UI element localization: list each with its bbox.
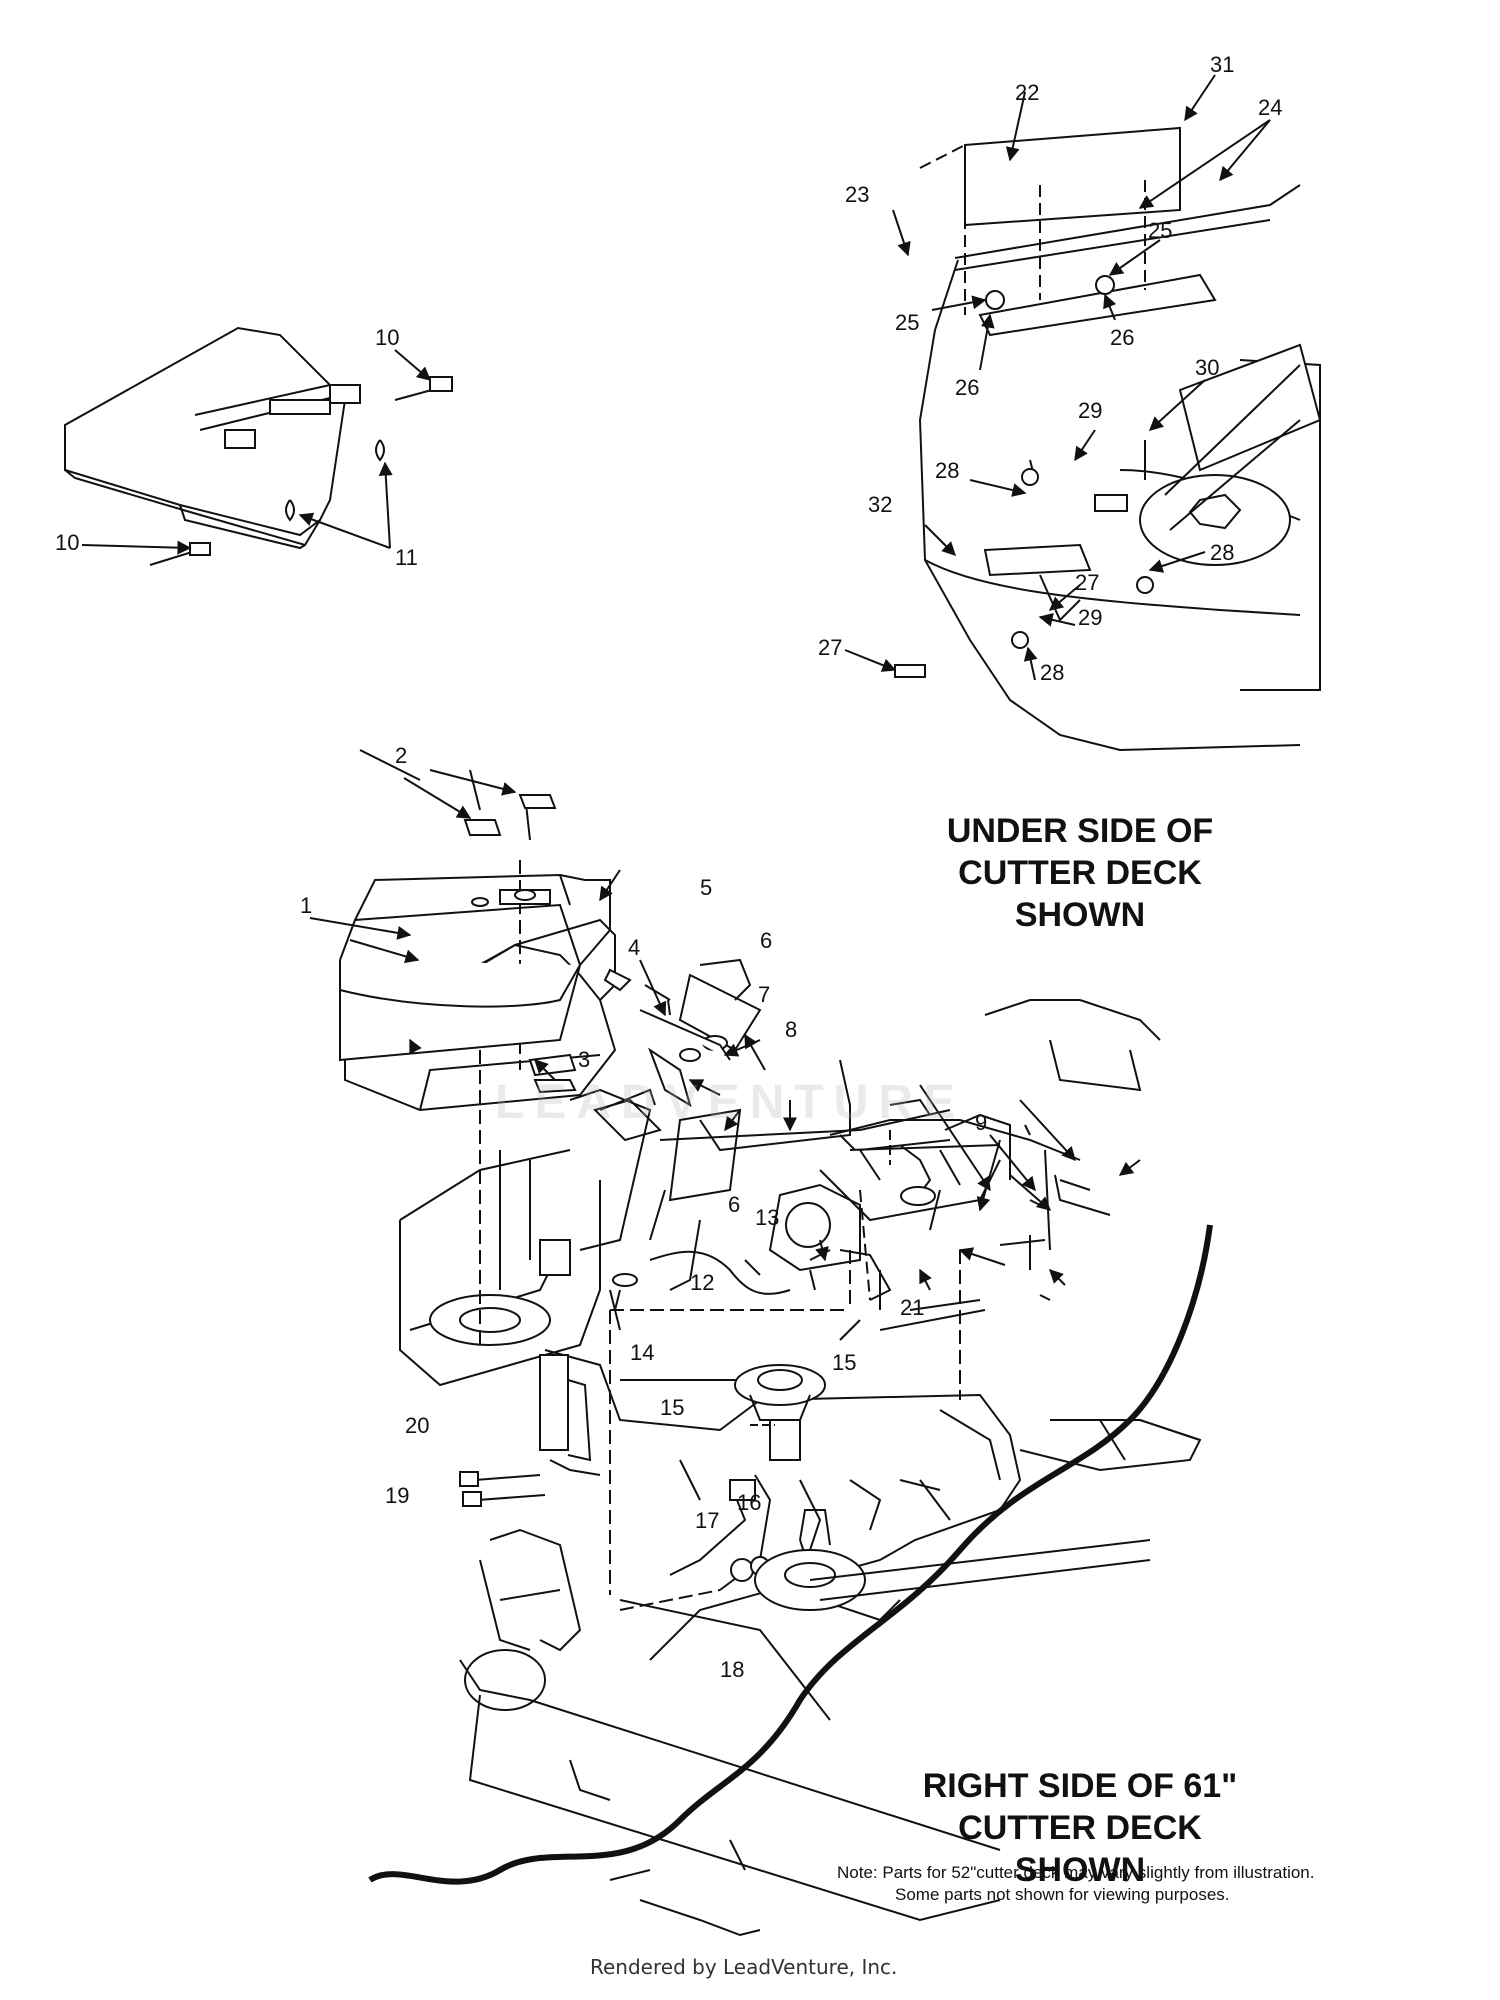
callout-14: 14: [630, 1340, 654, 1365]
callout-15b: 15: [832, 1350, 856, 1375]
callout-24: 24: [1258, 95, 1282, 120]
callout-25a: 25: [1148, 218, 1172, 243]
callout-19: 19: [385, 1483, 409, 1508]
callout-13: 13: [755, 1205, 779, 1230]
main-deck-assembly: [309, 749, 1213, 1937]
deflector-assembly: [64, 326, 453, 566]
callout-26b: 26: [1110, 325, 1134, 350]
callout-3: 3: [578, 1047, 590, 1072]
callout-21: 21: [900, 1295, 924, 1320]
callout-1: 1: [300, 893, 312, 918]
callout-15a: 15: [660, 1395, 684, 1420]
rightside-heading-line1: RIGHT SIDE OF 61": [922, 1767, 1238, 1805]
callout-6a: 6: [760, 928, 772, 953]
callout-18: 18: [720, 1657, 744, 1682]
callout-27b: 27: [818, 635, 842, 660]
underside-heading: UNDER SIDE OF CUTTER DECK SHOWN: [900, 810, 1260, 936]
callout-4: 4: [628, 935, 640, 960]
underside-heading-line2: CUTTER DECK SHOWN: [958, 854, 1202, 934]
callout-10a: 10: [375, 325, 399, 350]
callout-labels: 1 2 3 4 5 6 6 7 8 9 10 10 11 12 13 14 15…: [55, 52, 1282, 1682]
note-line1: Note: Parts for 52"cutter deck may vary …: [837, 1863, 1315, 1882]
callout-9: 9: [975, 1110, 987, 1135]
callout-26a: 26: [955, 375, 979, 400]
callout-30: 30: [1195, 355, 1219, 380]
callout-29a: 29: [1078, 398, 1102, 423]
diagram-note: Note: Parts for 52"cutter deck may vary …: [837, 1862, 1457, 1906]
rightside-heading-line2: CUTTER DECK SHOWN: [958, 1809, 1202, 1889]
callout-8: 8: [785, 1017, 797, 1042]
underside-heading-line1: UNDER SIDE OF: [946, 812, 1214, 850]
callout-5: 5: [700, 875, 712, 900]
callout-22: 22: [1015, 80, 1039, 105]
callout-31: 31: [1210, 52, 1234, 77]
footer-credit: Rendered by LeadVenture, Inc.: [590, 1955, 898, 1979]
callout-11: 11: [395, 545, 418, 570]
callout-28b: 28: [1210, 540, 1234, 565]
callout-28a: 28: [935, 458, 959, 483]
callout-7: 7: [758, 982, 770, 1007]
callout-2: 2: [395, 743, 407, 768]
callout-27a: 27: [1075, 570, 1099, 595]
callout-6b: 6: [728, 1192, 740, 1217]
callout-16: 16: [737, 1490, 761, 1515]
callout-23: 23: [845, 182, 869, 207]
callout-12: 12: [690, 1270, 714, 1295]
callout-10b: 10: [55, 530, 79, 555]
rightside-heading: RIGHT SIDE OF 61" CUTTER DECK SHOWN: [890, 1765, 1270, 1891]
callout-20: 20: [405, 1413, 429, 1438]
watermark: LEADVENTURE: [495, 1076, 966, 1129]
callout-29b: 29: [1078, 605, 1102, 630]
underside-deck-view: [844, 74, 1322, 752]
note-line2: Some parts not shown for viewing purpose…: [895, 1885, 1230, 1904]
callout-32: 32: [868, 492, 892, 517]
callout-17: 17: [695, 1508, 719, 1533]
callout-28c: 28: [1040, 660, 1064, 685]
callout-25b: 25: [895, 310, 919, 335]
